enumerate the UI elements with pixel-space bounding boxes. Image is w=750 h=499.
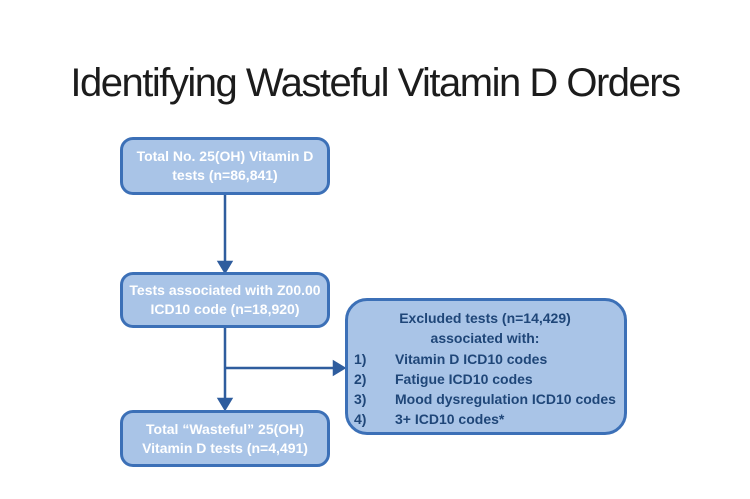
flow-box-total-tests: Total No. 25(OH) Vitamin D tests (n=86,8… — [120, 137, 330, 195]
flow-box-line: tests (n=86,841) — [172, 167, 278, 183]
flow-box-line: Tests associated with Z00.00 — [129, 282, 321, 298]
excluded-list: 1) Vitamin D ICD10 codes 2) Fatigue ICD1… — [354, 349, 616, 429]
flow-box-wasteful-tests: Total “Wasteful” 25(OH) Vitamin D tests … — [120, 410, 330, 467]
flow-box-line: Total No. 25(OH) Vitamin D — [136, 148, 314, 164]
list-item-number: 1) — [354, 351, 367, 367]
arrowhead-down-2 — [216, 397, 234, 412]
arrowhead-right — [332, 359, 347, 377]
slide-title: Identifying Wasteful Vitamin D Orders — [70, 61, 681, 105]
list-item: 2) Fatigue ICD10 codes — [354, 369, 616, 389]
list-item: 4) 3+ ICD10 codes* — [354, 409, 616, 429]
excluded-header-line2: associated with: — [430, 330, 540, 346]
flow-box-line: ICD10 code (n=18,920) — [150, 301, 300, 317]
list-item-text: Vitamin D ICD10 codes — [395, 351, 548, 367]
list-item-text: Mood dysregulation ICD10 codes — [395, 391, 616, 407]
flow-box-z0000-tests: Tests associated with Z00.00 ICD10 code … — [120, 272, 330, 328]
flow-box-line: Total “Wasteful” 25(OH) — [146, 420, 304, 437]
list-item-number: 4) — [354, 411, 367, 427]
list-item-text: 3+ ICD10 codes* — [395, 411, 505, 427]
list-item-number: 2) — [354, 371, 367, 387]
flow-box-excluded-tests: Excluded tests (n=14,429) associated wit… — [345, 298, 627, 435]
list-item-number: 3) — [354, 391, 367, 407]
arrowhead-down-1 — [216, 260, 234, 275]
excluded-header-line1: Excluded tests (n=14,429) — [399, 310, 571, 326]
list-item-text: Fatigue ICD10 codes — [395, 371, 533, 387]
flow-box-line: Vitamin D tests (n=4,491) — [142, 439, 308, 456]
list-item: 3) Mood dysregulation ICD10 codes — [354, 389, 616, 409]
list-item: 1) Vitamin D ICD10 codes — [354, 349, 616, 369]
